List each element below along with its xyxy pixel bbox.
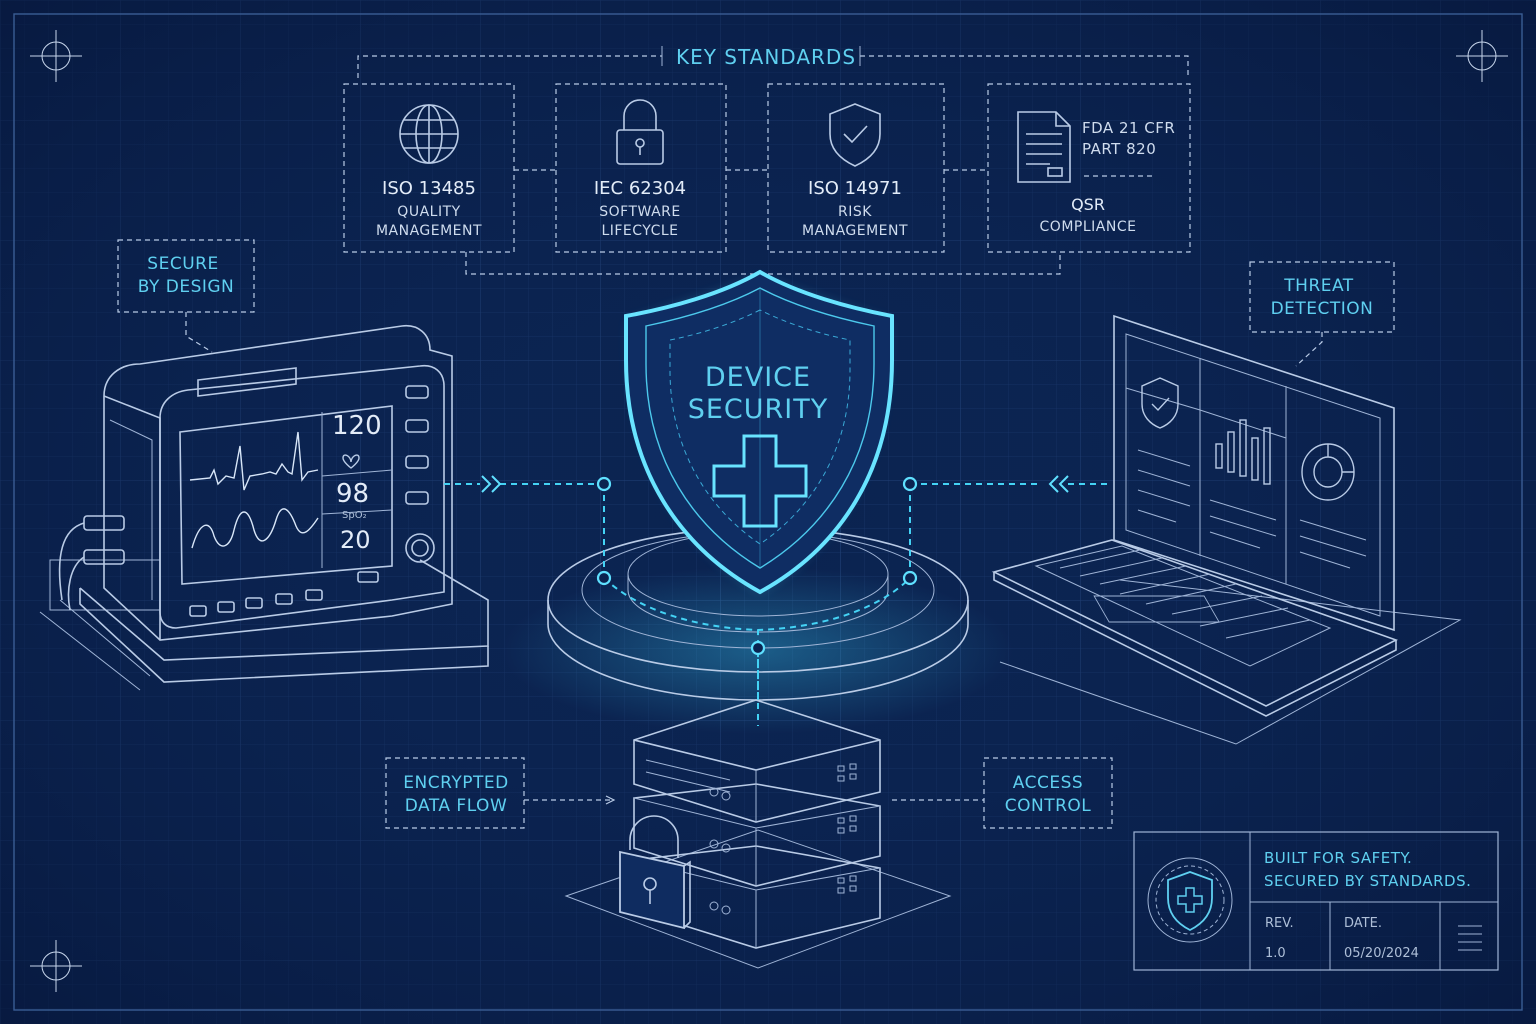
callout-encrypted-data-flow: ENCRYPTED DATA FLOW — [385, 757, 616, 829]
heart-rate-value: 120 — [332, 411, 382, 441]
callout-text: ENCRYPTED — [403, 773, 508, 793]
patient-monitor: 120 98 SpO₂ 20 — [39, 325, 489, 691]
standard-card-fda: FDA 21 CFR PART 820 QSR COMPLIANCE — [987, 83, 1191, 253]
standard-desc-line2: MANAGEMENT — [376, 223, 482, 239]
callout-text: ACCESS — [1013, 773, 1083, 793]
standard-desc-line2: COMPLIANCE — [1040, 219, 1137, 235]
standard-desc-line2: MANAGEMENT — [802, 223, 908, 239]
server-stack — [564, 699, 952, 969]
monitor-knob — [405, 533, 435, 563]
callout-threat-detection: THREAT DETECTION — [1249, 261, 1395, 367]
title-block-line2: SECURED BY STANDARDS. — [1264, 872, 1471, 890]
standard-card-iso-14971: ISO 14971 RISK MANAGEMENT — [767, 83, 945, 253]
rev-value: 1.0 — [1265, 946, 1286, 961]
callout-text: THREAT — [1283, 276, 1354, 296]
standard-desc-line2: LIFECYCLE — [601, 223, 678, 239]
lines-icon — [1458, 925, 1482, 951]
shield-check-icon — [1141, 377, 1179, 429]
bar-chart-icon — [1215, 419, 1271, 485]
standard-code: ISO 14971 — [808, 178, 902, 199]
frame-border — [13, 13, 1523, 1011]
standard-desc-line1: SOFTWARE — [599, 204, 681, 220]
callout-secure-by-design: SECURE BY DESIGN — [117, 239, 255, 353]
callout-text: SECURE — [147, 254, 218, 274]
standards-title: KEY STANDARDS — [676, 45, 856, 69]
document-icon — [1017, 111, 1071, 183]
shield-check-icon — [829, 103, 881, 167]
shield-cross-icon — [624, 269, 894, 595]
globe-icon — [399, 104, 459, 164]
standards-bracket — [357, 46, 1189, 78]
center-title-line2: SECURITY — [688, 394, 829, 425]
shield-cross-icon — [1147, 857, 1233, 943]
center-title-line1: DEVICE — [705, 362, 811, 393]
spo2-value: 98 — [336, 479, 369, 509]
laptop — [991, 314, 1462, 745]
standard-card-iso-13485: ISO 13485 QUALITY MANAGEMENT — [343, 83, 515, 253]
monitor-cables — [58, 515, 125, 611]
standard-card-iec-62304: IEC 62304 SOFTWARE LIFECYCLE — [555, 83, 727, 253]
title-block-line1: BUILT FOR SAFETY. — [1264, 849, 1412, 867]
monitor-side-buttons — [405, 385, 429, 505]
callout-text: DATA FLOW — [405, 796, 508, 816]
monitor-bottom-buttons — [189, 589, 323, 617]
date-label: DATE. — [1344, 916, 1382, 931]
standard-desc-line1: QSR — [1071, 195, 1105, 214]
donut-chart-icon — [1301, 443, 1355, 501]
rev-label: REV. — [1265, 916, 1294, 931]
standard-desc-line1: QUALITY — [397, 204, 460, 220]
standard-code-line2: PART 820 — [1082, 140, 1156, 158]
title-block: BUILT FOR SAFETY. SECURED BY STANDARDS. … — [1133, 831, 1499, 971]
ecg-waveform — [189, 431, 319, 491]
callout-text: CONTROL — [1005, 796, 1092, 816]
standard-code: IEC 62304 — [594, 178, 686, 199]
padlock-icon — [619, 815, 691, 930]
standard-desc-line1: RISK — [838, 204, 872, 220]
callout-text: DETECTION — [1271, 299, 1374, 319]
callout-access-control: ACCESS CONTROL — [892, 757, 1113, 829]
crosshair-icon — [1456, 30, 1508, 82]
standard-code: ISO 13485 — [382, 178, 476, 199]
crosshair-icon — [30, 940, 82, 992]
resp-value: 20 — [340, 526, 371, 554]
pleth-waveform — [191, 508, 319, 549]
date-value: 05/20/2024 — [1344, 946, 1419, 961]
heart-icon — [342, 454, 360, 469]
padlock-icon — [616, 99, 664, 165]
data-connectors — [444, 475, 1112, 726]
callout-text: BY DESIGN — [138, 277, 235, 297]
crosshair-icon — [30, 30, 82, 82]
standard-code-line1: FDA 21 CFR — [1082, 119, 1175, 137]
spo2-label: SpO₂ — [342, 510, 367, 521]
